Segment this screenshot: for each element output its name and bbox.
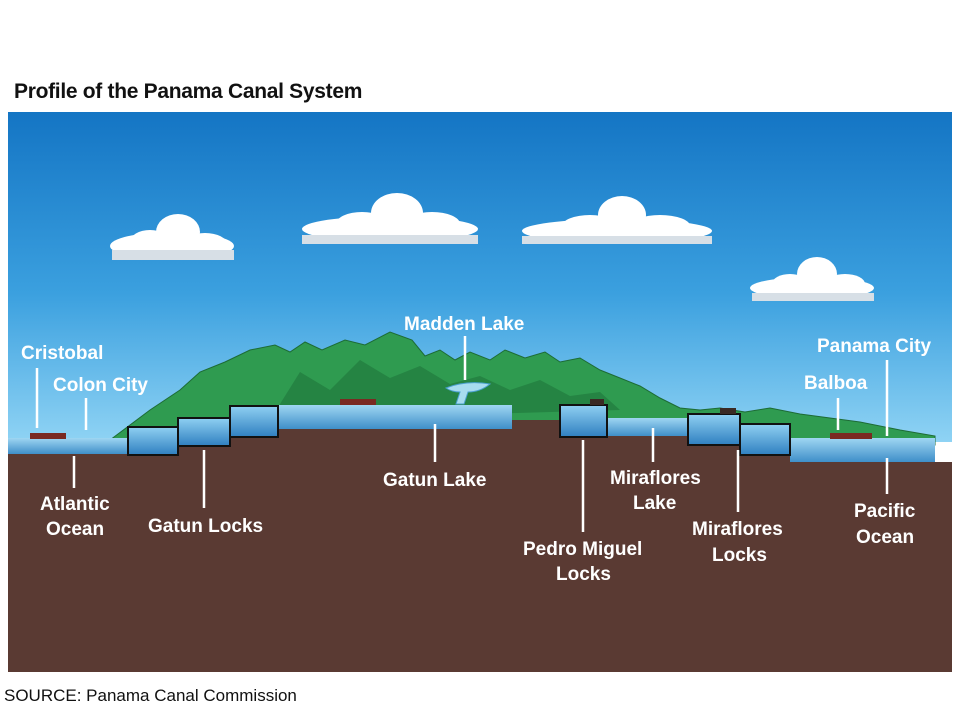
label-atlantic-line1: Atlantic bbox=[40, 494, 110, 515]
gatun-lock-chamber-1 bbox=[127, 426, 179, 456]
ship-cristobal bbox=[30, 433, 66, 439]
cloud-1 bbox=[110, 214, 234, 260]
label-madden-lake: Madden Lake bbox=[404, 314, 524, 335]
miraflores-lake-water bbox=[607, 418, 688, 436]
label-miraflores-lake-line2: Lake bbox=[633, 493, 676, 514]
label-gatun-lake: Gatun Lake bbox=[383, 470, 486, 491]
ship-gatun-lake bbox=[340, 399, 376, 405]
ship-miraflores bbox=[720, 408, 736, 414]
atlantic-ocean-water bbox=[8, 438, 128, 454]
label-pacific-line1: Pacific bbox=[854, 501, 916, 522]
gatun-lock-chamber-3 bbox=[229, 405, 279, 438]
diagram-title: Profile of the Panama Canal System bbox=[14, 80, 363, 103]
gatun-lock-chamber-2 bbox=[177, 417, 231, 447]
cloud-3 bbox=[522, 196, 712, 244]
label-cristobal: Cristobal bbox=[21, 343, 103, 364]
label-colon-city: Colon City bbox=[53, 375, 148, 396]
pedro-miguel-lock-chamber bbox=[559, 404, 608, 438]
label-miraflores-locks-line2: Locks bbox=[712, 545, 767, 566]
madden-lake bbox=[444, 382, 492, 405]
ground bbox=[8, 420, 952, 672]
label-atlantic-line2: Ocean bbox=[46, 519, 104, 540]
label-pedro-miguel-line1: Pedro Miguel bbox=[523, 539, 642, 560]
label-miraflores-lake-line1: Miraflores bbox=[610, 468, 701, 489]
label-miraflores-locks-line1: Miraflores bbox=[692, 519, 783, 540]
label-gatun-locks: Gatun Locks bbox=[148, 516, 263, 537]
label-pedro-miguel-line2: Locks bbox=[556, 564, 611, 585]
label-panama-city: Panama City bbox=[817, 336, 931, 357]
label-balboa: Balboa bbox=[804, 373, 868, 394]
leader-lines bbox=[35, 336, 889, 532]
miraflores-lock-chamber-1 bbox=[687, 413, 741, 446]
gatun-lake-water bbox=[278, 405, 512, 429]
cloud-4 bbox=[750, 257, 874, 301]
ship-pedro-miguel bbox=[590, 399, 604, 405]
ship-balboa bbox=[830, 433, 872, 439]
source-credit: SOURCE: Panama Canal Commission bbox=[4, 686, 297, 705]
label-pacific-line2: Ocean bbox=[856, 527, 914, 548]
cloud-2 bbox=[302, 193, 478, 244]
miraflores-lock-chamber-2 bbox=[739, 423, 791, 456]
pacific-ocean-water bbox=[790, 438, 935, 462]
